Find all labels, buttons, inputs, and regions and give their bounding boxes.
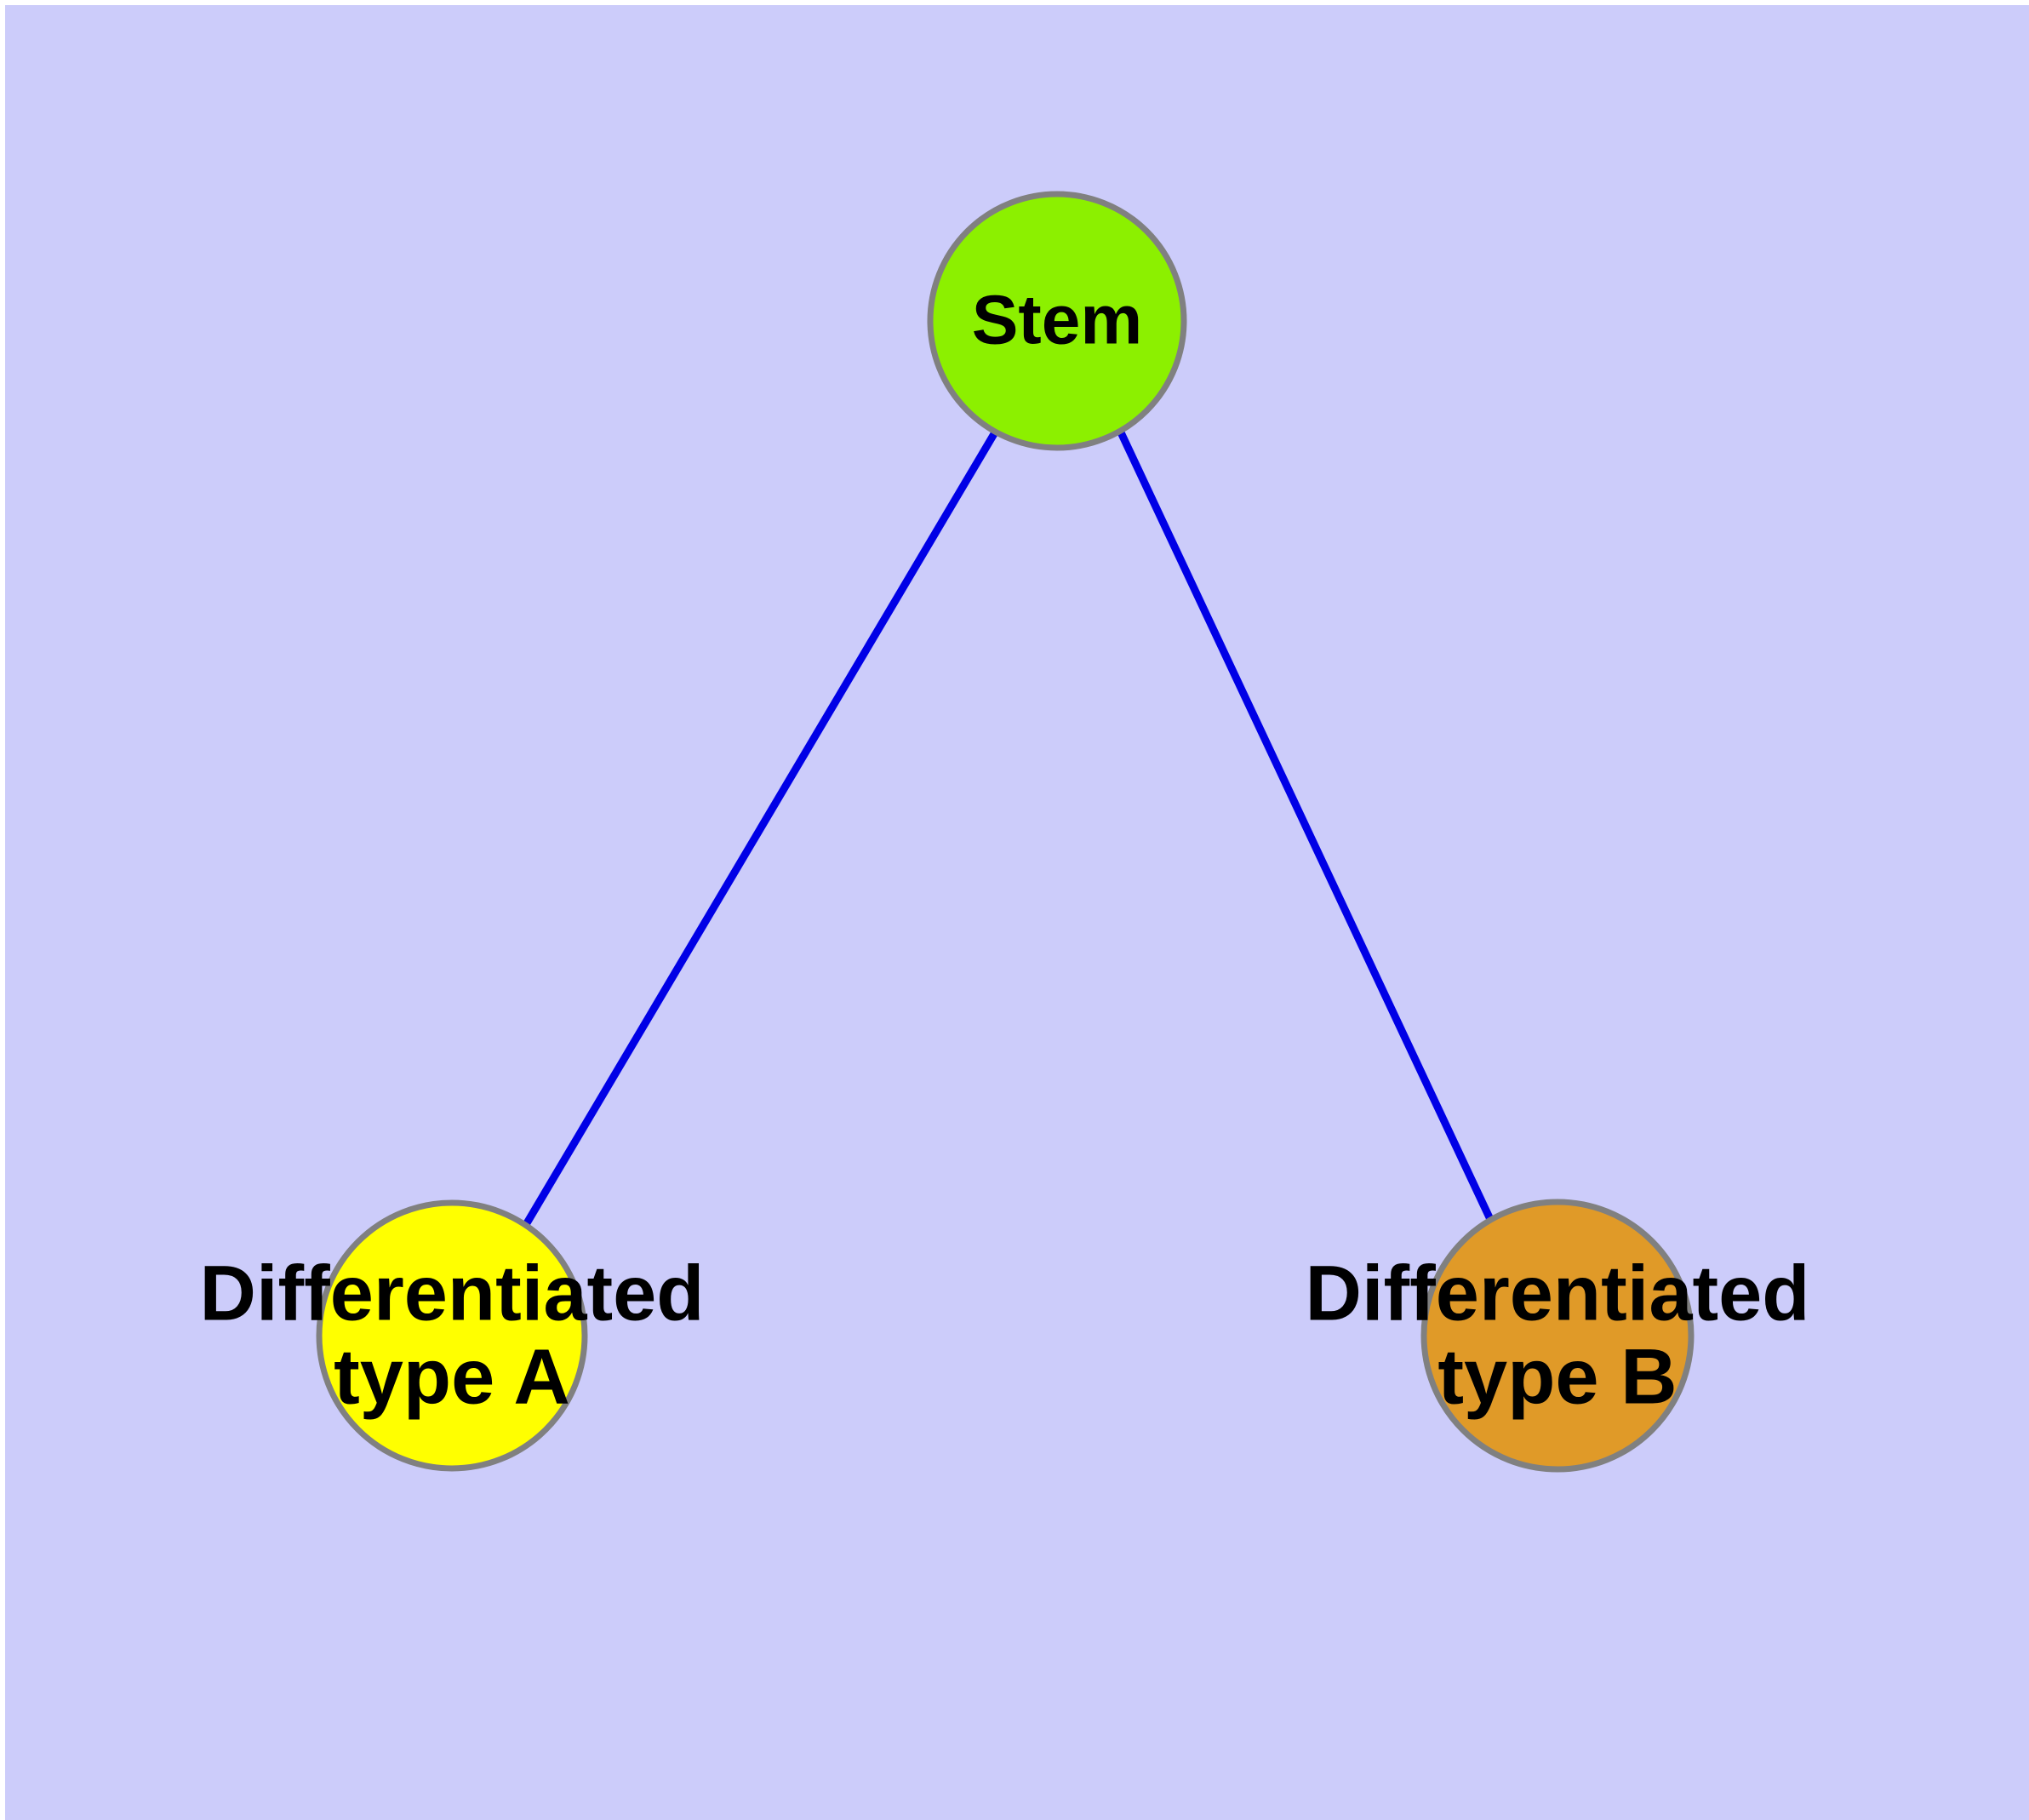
edge-layer bbox=[518, 430, 1499, 1234]
node-differentiated-type-b[interactable] bbox=[1420, 1199, 1695, 1473]
graph-svg bbox=[316, 191, 1695, 1473]
node-layer bbox=[316, 191, 1695, 1473]
node-differentiated-type-a[interactable] bbox=[316, 1199, 588, 1472]
edge-stem-to-differentiated-type-a[interactable] bbox=[518, 430, 998, 1234]
node-stem[interactable] bbox=[927, 191, 1187, 451]
edge-stem-to-differentiated-type-b[interactable] bbox=[1117, 431, 1499, 1230]
